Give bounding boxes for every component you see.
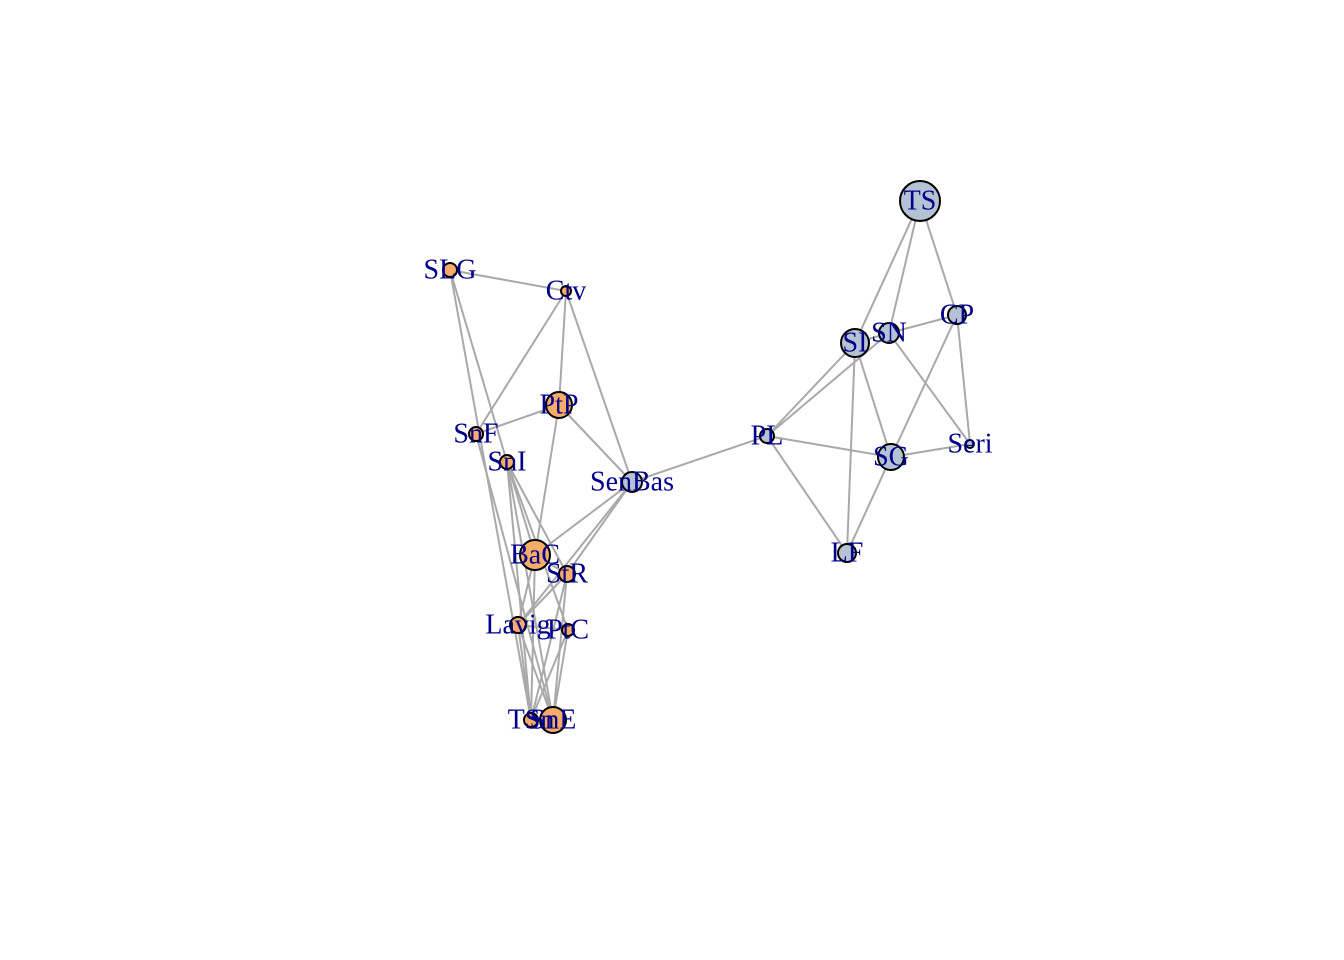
node-pl[interactable]: [759, 428, 775, 444]
node-sni[interactable]: [499, 454, 515, 470]
edge-snf-sne: [475, 433, 554, 721]
edge-sg-lf: [846, 456, 892, 554]
node-cp[interactable]: [947, 305, 967, 325]
node-label-str: StR: [546, 559, 588, 590]
node-sne[interactable]: [539, 706, 567, 734]
edge-lavig-tsn: [517, 624, 532, 721]
node-label-snf: SnF: [453, 419, 498, 450]
node-tsn[interactable]: [523, 712, 539, 728]
node-snf[interactable]: [468, 426, 484, 442]
edge-ctv-senbas: [565, 290, 633, 483]
edge-slg-tsn: [449, 269, 532, 721]
node-ptc[interactable]: [561, 623, 575, 637]
node-si[interactable]: [840, 328, 870, 358]
node-label-cp: CP: [940, 300, 974, 331]
edge-ptc-tsn: [530, 629, 569, 721]
edge-cp-seri: [956, 314, 971, 445]
node-label-ts: TS: [904, 186, 937, 217]
edge-senbas-bac: [534, 481, 633, 556]
node-lf[interactable]: [837, 543, 857, 563]
node-ptp[interactable]: [545, 391, 573, 419]
node-label-lavig: Lavig: [485, 610, 550, 641]
edge-cp-sg: [890, 314, 958, 458]
edge-lavig-sne: [517, 624, 554, 721]
node-label-slg: SLG: [424, 255, 477, 286]
edge-sni-tsn: [506, 461, 532, 721]
node-label-ctv: Ctv: [546, 276, 586, 307]
edge-sn-seri: [888, 332, 971, 445]
node-label-sni: SnI: [488, 447, 527, 478]
node-label-senbas: SenBas: [590, 467, 674, 498]
edge-slg-sni: [449, 269, 508, 463]
node-label-lf: LF: [831, 538, 864, 569]
nodes-layer: [442, 180, 975, 734]
edge-sni-sne: [506, 461, 554, 721]
edge-pl-si: [766, 342, 856, 437]
node-label-sn: SN: [871, 318, 907, 349]
node-ts[interactable]: [899, 180, 941, 222]
edge-str-lavig: [517, 573, 568, 626]
node-lavig[interactable]: [509, 616, 527, 634]
node-str[interactable]: [558, 565, 576, 583]
edge-ctv-snf: [475, 290, 567, 435]
edge-ts-si: [854, 200, 921, 344]
edge-senbas-pl: [631, 435, 768, 483]
edge-snf-ptp: [475, 404, 560, 435]
node-sn[interactable]: [878, 322, 900, 344]
edge-pl-sn: [766, 332, 890, 437]
edge-str-tsn: [530, 573, 568, 721]
node-slg[interactable]: [442, 262, 458, 278]
node-label-ptp: PtP: [540, 390, 579, 421]
edge-sn-cp: [888, 314, 958, 334]
edge-senbas-str: [566, 481, 633, 575]
node-senbas[interactable]: [621, 471, 643, 493]
edge-si-sg: [854, 342, 892, 458]
node-ctv[interactable]: [560, 285, 572, 297]
node-label-seri: Seri: [947, 429, 992, 460]
node-seri[interactable]: [965, 439, 975, 449]
edge-ptp-senbas: [558, 404, 633, 483]
node-label-tsn: TSn: [508, 705, 555, 736]
node-label-si: SI: [843, 328, 868, 359]
node-label-ptc: PtC: [547, 615, 589, 646]
edge-ts-sn: [888, 200, 921, 334]
edge-ptp-bac: [534, 404, 560, 556]
edge-bac-tsn: [530, 554, 536, 721]
node-label-pl: PL: [751, 421, 784, 452]
edge-senbas-lavig: [517, 481, 633, 626]
node-sg[interactable]: [877, 443, 905, 471]
edge-pl-sg: [766, 435, 892, 458]
edge-sni-str: [506, 461, 568, 575]
node-bac[interactable]: [519, 539, 551, 571]
node-label-bac: BaC: [510, 540, 560, 571]
edge-slg-ctv: [449, 269, 567, 292]
node-label-sg: SG: [873, 442, 909, 473]
node-label-sne: SnE: [530, 705, 577, 736]
edge-pl-lf: [766, 435, 848, 554]
edge-ptc-sne: [552, 629, 569, 721]
edge-si-lf: [846, 342, 856, 554]
edge-ctv-ptp: [558, 290, 567, 406]
